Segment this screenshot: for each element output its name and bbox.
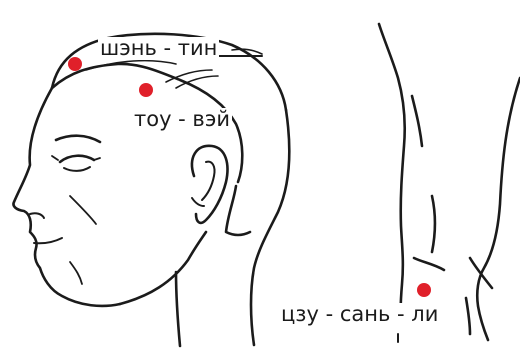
leg-drawing bbox=[379, 24, 520, 342]
point-marker-shen-tin bbox=[68, 57, 82, 71]
mouth bbox=[34, 238, 62, 243]
jaw-line bbox=[120, 232, 206, 304]
leg-contour bbox=[414, 258, 444, 270]
sideburn bbox=[226, 186, 250, 235]
eye-lower bbox=[64, 167, 90, 171]
leg-contour bbox=[466, 298, 470, 334]
face-profile-line bbox=[13, 88, 120, 306]
nostril bbox=[30, 213, 44, 218]
point-label-tszu-san-li: цзу - сань - ли bbox=[279, 303, 440, 326]
point-marker-tszu-san-li bbox=[417, 283, 431, 297]
leg-contour bbox=[379, 24, 405, 318]
eyebrow bbox=[56, 136, 100, 142]
chin-line bbox=[70, 262, 82, 284]
leg-contour bbox=[432, 196, 435, 252]
neck-front-line bbox=[176, 272, 180, 346]
head-drawing bbox=[13, 34, 289, 346]
point-label-tou-vei: тоу - вэй bbox=[132, 108, 232, 131]
point-label-shen-tin: шэнь - тин bbox=[98, 37, 219, 60]
leg-contour bbox=[412, 96, 422, 146]
ear-outer bbox=[192, 146, 227, 223]
eye-upper bbox=[60, 156, 94, 162]
point-marker-tou-vei bbox=[139, 83, 153, 97]
cheek-line bbox=[70, 196, 96, 224]
ear-inner bbox=[202, 162, 215, 200]
leg-contour bbox=[477, 78, 520, 340]
